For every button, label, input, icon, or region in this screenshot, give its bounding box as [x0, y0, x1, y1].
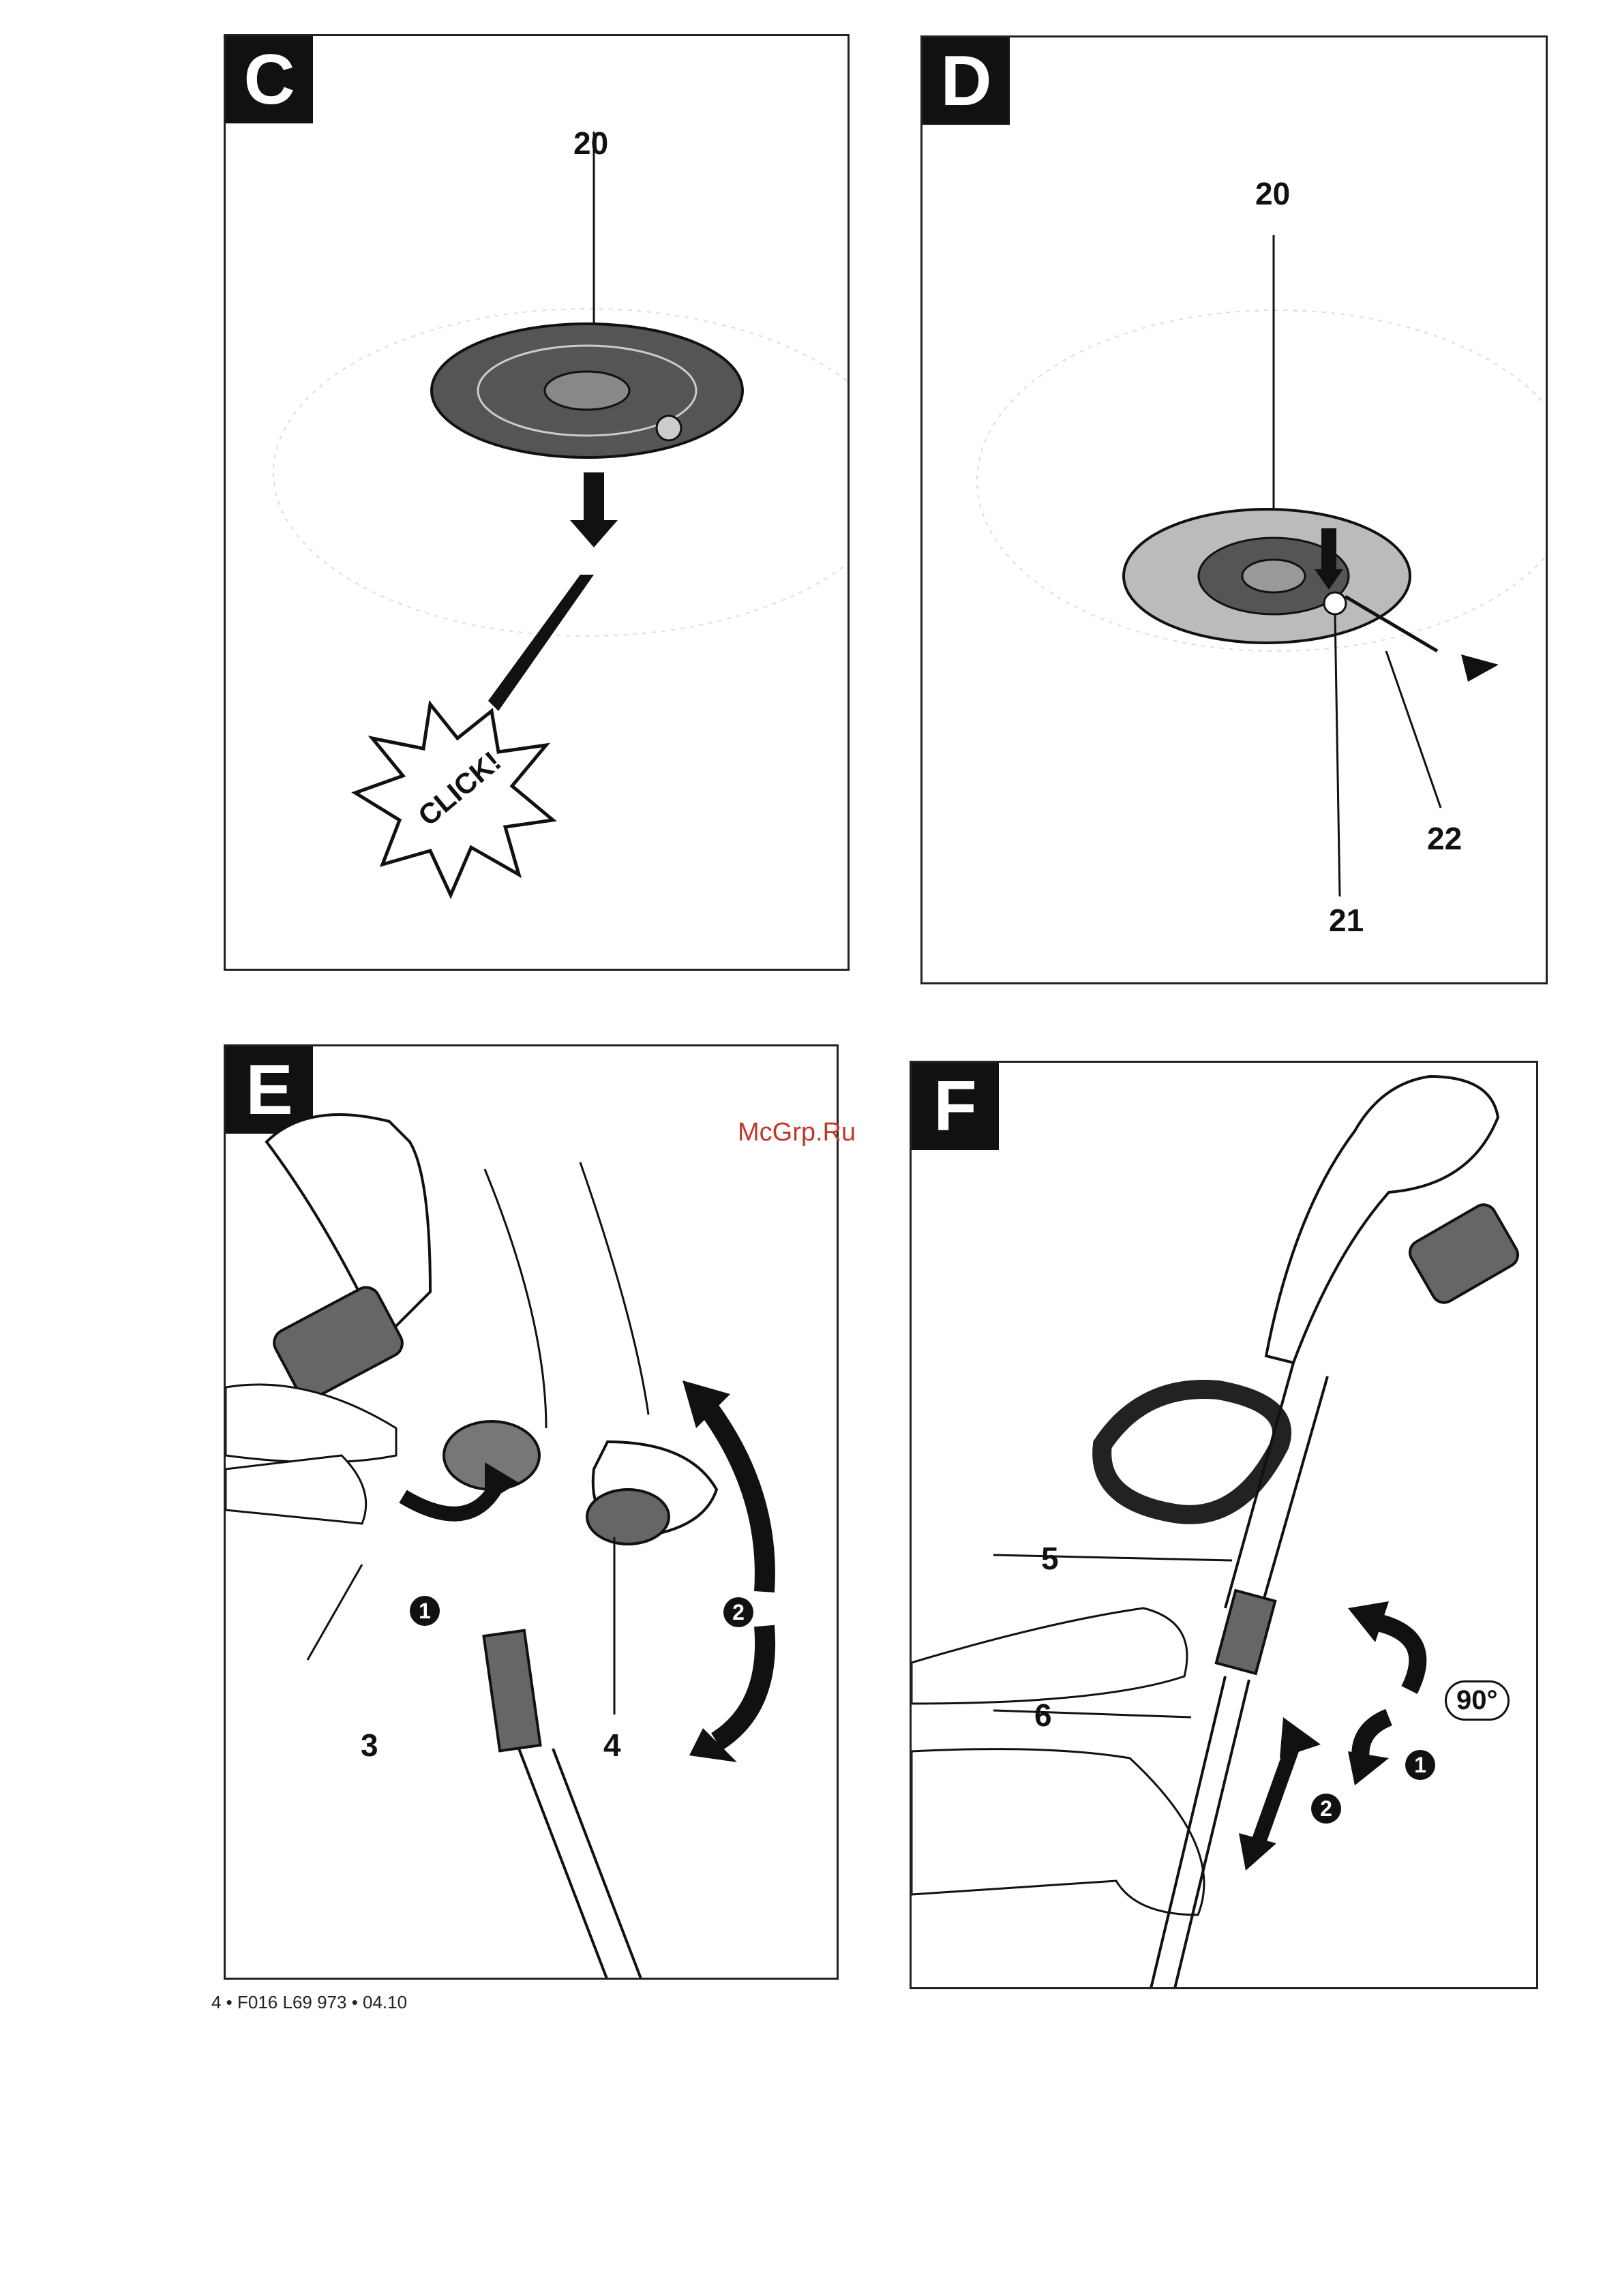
panel-e: E 1 2 3 4 — [224, 1044, 839, 1980]
panel-c: C 20 CLICK! — [224, 34, 850, 971]
illustration-c — [226, 36, 850, 971]
step-2: 2 — [1311, 1794, 1341, 1824]
rotation-badge: 90° — [1445, 1680, 1510, 1721]
illustration-f — [912, 1063, 1538, 1989]
panel-d: D 20 21 22 — [920, 35, 1548, 984]
callout-5: 5 — [1041, 1540, 1059, 1577]
callout-20: 20 — [1255, 175, 1290, 212]
callout-4: 4 — [603, 1727, 621, 1764]
step-1: 1 — [410, 1596, 440, 1626]
callout-22: 22 — [1427, 820, 1462, 857]
callout-20: 20 — [573, 125, 608, 162]
callout-6: 6 — [1034, 1697, 1052, 1734]
callout-3: 3 — [361, 1727, 378, 1764]
illustration-e — [226, 1046, 839, 1980]
step-1: 1 — [1405, 1750, 1435, 1780]
slide-arrow — [1259, 1744, 1293, 1840]
down-arrow — [584, 472, 604, 520]
page-footer: 4 • F016 L69 973 • 04.10 — [211, 1992, 407, 2013]
callout-21: 21 — [1329, 902, 1364, 939]
rotate-arrow — [1375, 1622, 1418, 1690]
step-2: 2 — [723, 1597, 753, 1627]
watermark: McGrp.Ru — [738, 1118, 856, 1147]
panel-f: F 5 6 90° 1 2 — [910, 1061, 1538, 1989]
